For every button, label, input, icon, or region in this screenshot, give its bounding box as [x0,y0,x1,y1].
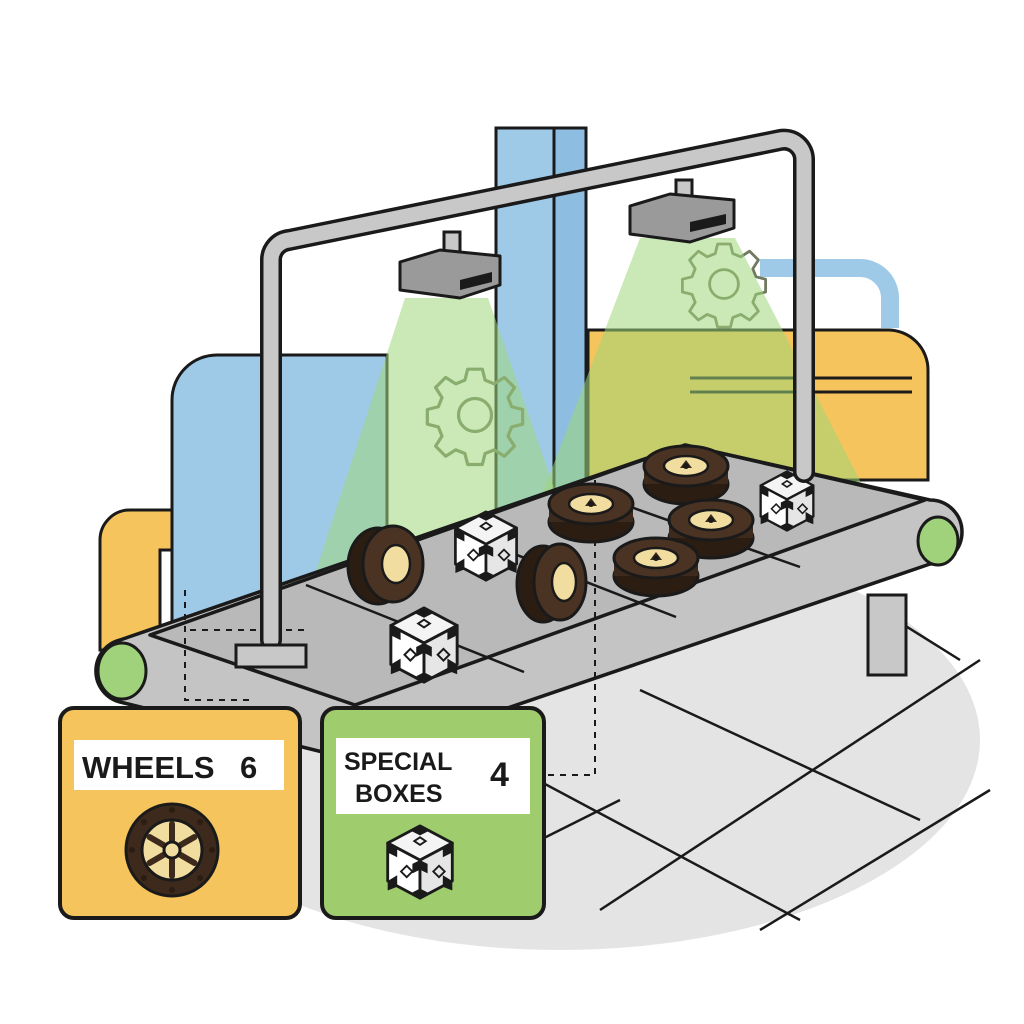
special-boxes-counter-label-bg [336,738,530,814]
wheel-item-upright [346,524,425,606]
wheel-item [642,444,730,506]
floor-tiles [419,608,991,932]
wheel-icon [124,802,220,898]
wheels-counter-label-bg [74,740,284,790]
special-boxes-counter-label-line2: BOXES [355,780,443,808]
wheels-counter-value: 6 [240,750,257,785]
roller-right [916,515,960,567]
conveyor-items [346,444,815,684]
scanner-camera-left [398,230,502,300]
special-boxes-counter-panel: SPECIAL BOXES 4 [320,706,546,920]
wheel-item-upright [515,542,588,624]
special-box-item [389,606,459,684]
cube-box-icon [386,824,454,900]
gantry-foot [234,643,308,669]
conveyor-leg-right [866,593,908,677]
wheel-item [547,482,635,544]
scanner-gantry [234,128,815,669]
special-boxes-counter-label-line1: SPECIAL [344,748,452,776]
wheels-counter-label: WHEELS [82,750,215,785]
roller-left [96,641,148,701]
wheel-item [612,536,700,598]
scanner-camera-right [628,178,736,244]
wheels-counter-panel: WHEELS 6 [58,706,302,920]
special-box-item [454,510,518,582]
special-boxes-counter-value: 4 [490,756,509,794]
bg-blue-pipe [760,259,899,328]
scanner-beam-right [540,238,870,500]
